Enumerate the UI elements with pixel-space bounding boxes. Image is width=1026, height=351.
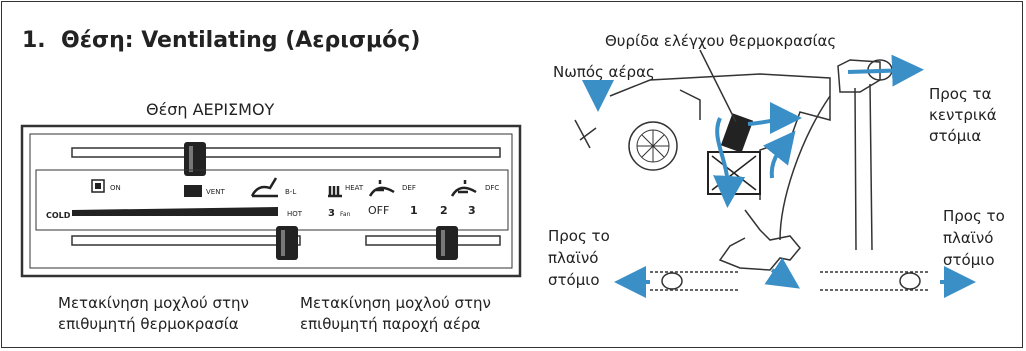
label-side-right-1: Προς το [943, 207, 1005, 225]
title-greek: Αερισμός [295, 28, 411, 53]
label-side-right-2: πλαϊνό [943, 229, 994, 247]
label-side-left-3: στόμιο [548, 271, 600, 289]
caption-temperature-line2: επιθυμητή θερμοκρασία [58, 315, 239, 333]
label-center-vents-1: Προς τα [929, 85, 992, 103]
label-side-right-3: στόμιο [943, 251, 995, 269]
label-temp-door: Θυρίδα ελέγχου θερμοκρασίας [605, 32, 837, 50]
label-fresh-air: Νωπός αέρας [553, 63, 655, 81]
label-side-left-2: πλαϊνό [548, 249, 599, 267]
title-paren-open: ( [285, 28, 296, 53]
figure-title: 1. Θέση: Ventilating (Αερισμός) [22, 28, 420, 53]
label-side-left-1: Προς το [548, 227, 610, 245]
title-main: Θέση: Ventilating [61, 28, 278, 53]
label-center-vents-3: στόμια [929, 127, 982, 145]
title-number: 1. [22, 28, 46, 53]
caption-airflow-line1: Μετακίνηση μοχλού στην [300, 294, 491, 312]
caption-temperature-line1: Μετακίνηση μοχλού στην [58, 294, 249, 312]
caption-airflow-line2: επιθυμητή παροχή αέρα [300, 315, 481, 333]
label-center-vents-2: κεντρικά [929, 106, 997, 124]
panel-heading: Θέση ΑΕΡΙΣΜΟΥ [146, 100, 275, 119]
title-paren-close: ) [410, 28, 421, 53]
